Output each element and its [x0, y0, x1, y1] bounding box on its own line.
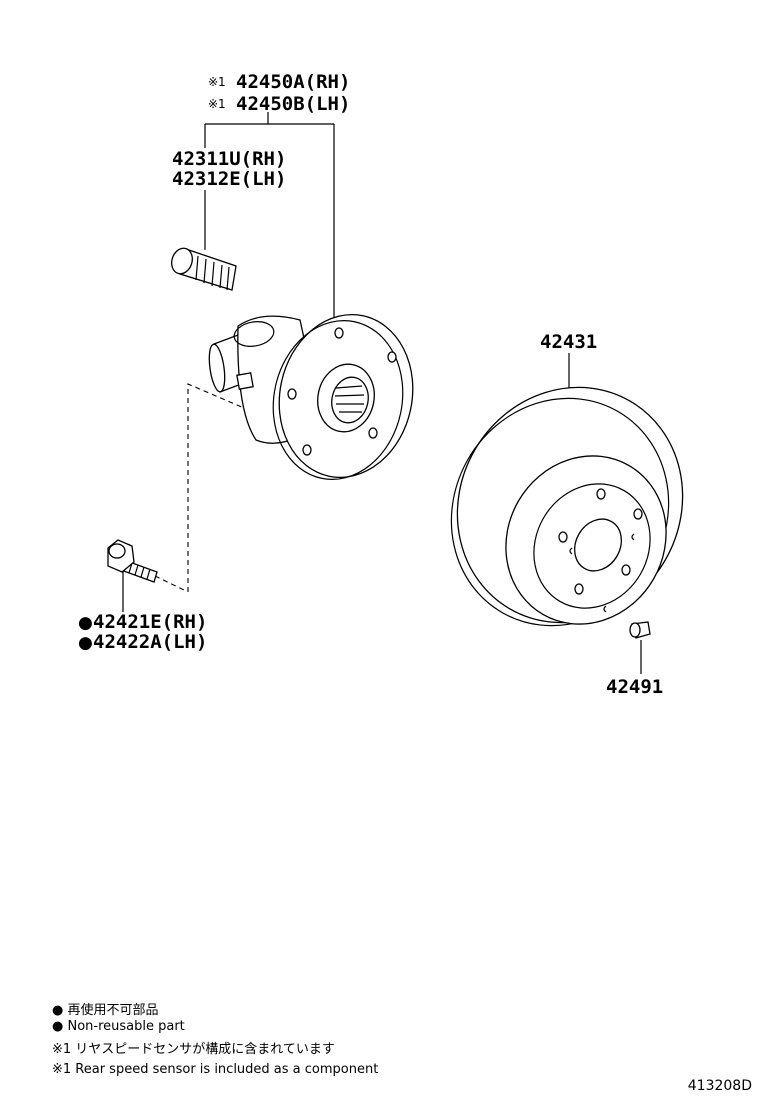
hub-lh-mark: ※1: [208, 97, 226, 111]
hub-rh-mark: ※1: [208, 75, 226, 89]
hole-plug-drawing[interactable]: [629, 621, 651, 639]
bolt-rh-part-number[interactable]: 42421E(RH): [93, 611, 207, 633]
bolt-axis-dashed-line: [154, 575, 187, 592]
leader-lines: [122, 112, 642, 674]
hub-lh-part-number[interactable]: 42450B(LH): [236, 93, 350, 115]
hub-label-group: ※1 42450A(RH) ※1 42450B(LH): [208, 71, 350, 115]
hub-bolt-drawing[interactable]: [107, 539, 158, 583]
bolt-to-hub-dashed-line: [187, 383, 245, 592]
disc-part-number[interactable]: 42431: [540, 331, 597, 353]
bolt-rh-mark: ●: [78, 613, 93, 633]
legend: ● 再使用不可部品 ● Non-reusable part ※1 リヤスピードセ…: [52, 1002, 378, 1077]
bolt-stud-lh-part-number[interactable]: 42312E(LH): [172, 168, 286, 190]
bolt-stud-rh-part-number[interactable]: 42311U(RH): [172, 148, 286, 170]
rear-axle-hub-drawing[interactable]: [207, 302, 428, 491]
legend-sensor-en: ※1 Rear speed sensor is included as a co…: [52, 1062, 378, 1077]
brake-disc-drawing[interactable]: [410, 346, 725, 665]
hub-rh-part-number[interactable]: 42450A(RH): [236, 71, 350, 93]
bolt-stud-label-group: 42311U(RH) 42312E(LH): [172, 148, 286, 190]
hub-bolt-stud-drawing[interactable]: [168, 246, 237, 291]
bolt-lh-part-number[interactable]: 42422A(LH): [93, 631, 207, 653]
bolt-lh-mark: ●: [78, 633, 93, 653]
legend-nonreusable-en: ● Non-reusable part: [52, 1019, 185, 1034]
legend-nonreusable-ja: ● 再使用不可部品: [52, 1002, 158, 1018]
diagram-reference-code: 413208D: [688, 1078, 752, 1094]
legend-sensor-ja: ※1 リヤスピードセンサが構成に含まれています: [52, 1041, 335, 1057]
plug-part-number[interactable]: 42491: [606, 676, 663, 698]
bolt-label-group: ● 42421E(RH) ● 42422A(LH): [78, 611, 207, 653]
